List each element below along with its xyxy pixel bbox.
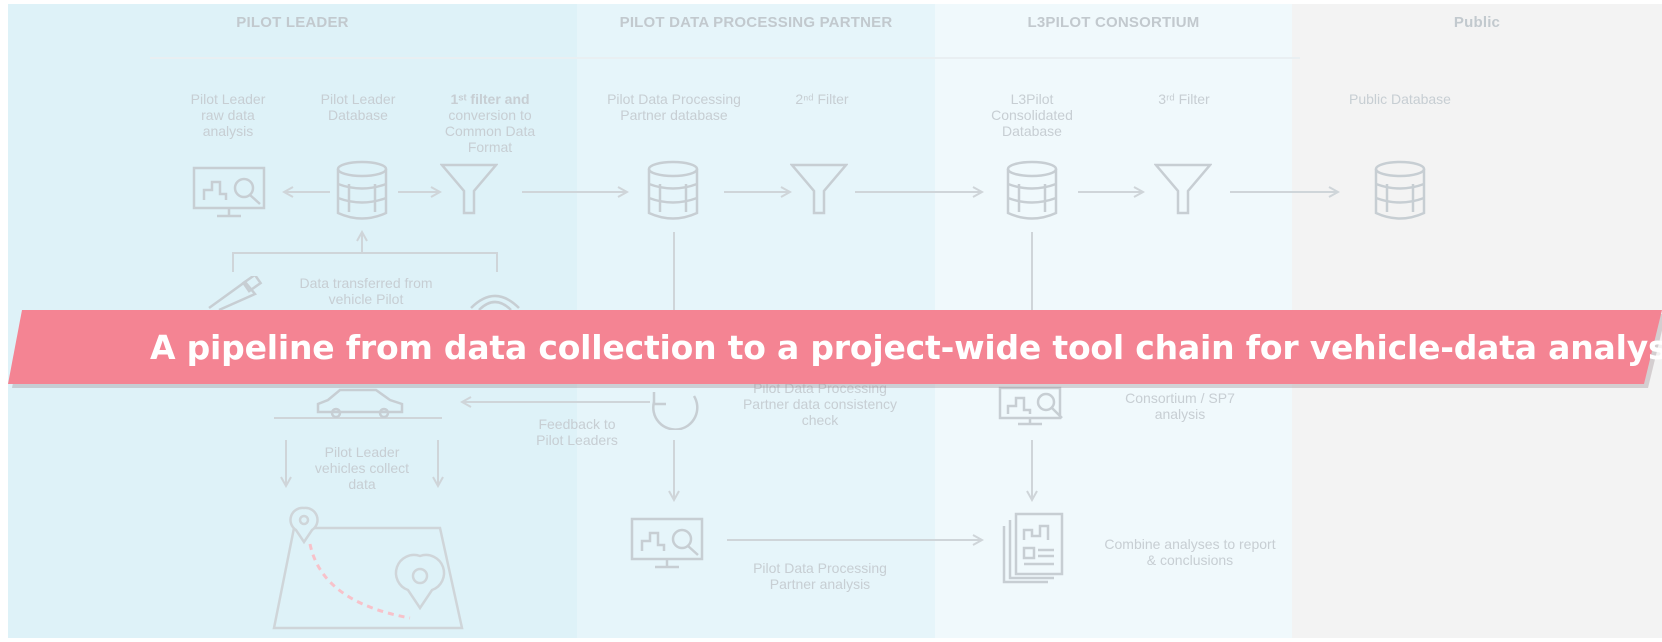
column-header-pilot-leader: PILOT LEADER <box>236 14 349 31</box>
monitor-analysis-icon <box>998 386 1063 426</box>
filter-funnel-icon <box>1154 163 1212 215</box>
label-partner-analysis: Pilot Data Processing Partner analysis <box>753 560 887 592</box>
banner-title: A pipeline from data collection to a pro… <box>150 328 1662 367</box>
label-leader-database: Pilot Leader Database <box>320 91 396 123</box>
wifi-icon <box>470 294 520 310</box>
car-icon <box>316 388 404 418</box>
map-route-icon <box>272 506 464 630</box>
label-public-database: Public Database <box>1349 91 1451 107</box>
label-first-filter-rest: conversion to Common Data Format <box>444 107 536 155</box>
label-raw-data-analysis: Pilot Leader raw data analysis <box>190 91 266 139</box>
database-icon <box>1006 160 1058 220</box>
filter-funnel-icon <box>790 163 848 215</box>
label-first-filter: 1ˢᵗ filter and conversion to Common Data… <box>432 91 548 155</box>
usb-stick-icon <box>208 276 263 310</box>
label-consolidated-database: L3Pilot Consolidated Database <box>991 91 1073 139</box>
label-second-filter: 2ⁿᵈ Filter <box>795 91 849 107</box>
label-feedback: Feedback to Pilot Leaders <box>536 416 618 448</box>
label-consortium-analysis: Consortium / SP7 analysis <box>1125 390 1235 422</box>
database-icon <box>336 160 388 220</box>
monitor-analysis-icon <box>192 166 266 218</box>
label-vehicles-collect: Pilot Leader vehicles collect data <box>314 444 410 492</box>
label-third-filter: 3ʳᵈ Filter <box>1158 91 1210 107</box>
label-data-transferred: Data transferred from vehicle Pilot <box>299 275 433 307</box>
label-first-filter-bold: 1ˢᵗ filter and <box>450 91 530 107</box>
refresh-cycle-icon <box>652 392 699 430</box>
label-combine-analyses: Combine analyses to report & conclusions <box>1104 536 1276 568</box>
banner-ribbon <box>8 310 1662 388</box>
column-header-consortium: L3PILOT CONSORTIUM <box>1027 14 1200 31</box>
column-header-data-processing-partner: PILOT DATA PROCESSING PARTNER <box>619 14 893 31</box>
label-partner-database: Pilot Data Processing Partner database <box>607 91 741 123</box>
filter-funnel-icon <box>440 163 498 215</box>
monitor-analysis-icon <box>630 517 704 569</box>
title-banner: A pipeline from data collection to a pro… <box>0 310 1662 388</box>
report-document-icon <box>1002 512 1064 584</box>
column-header-public: Public <box>1453 14 1501 31</box>
database-icon <box>647 160 699 220</box>
database-icon <box>1374 160 1426 220</box>
